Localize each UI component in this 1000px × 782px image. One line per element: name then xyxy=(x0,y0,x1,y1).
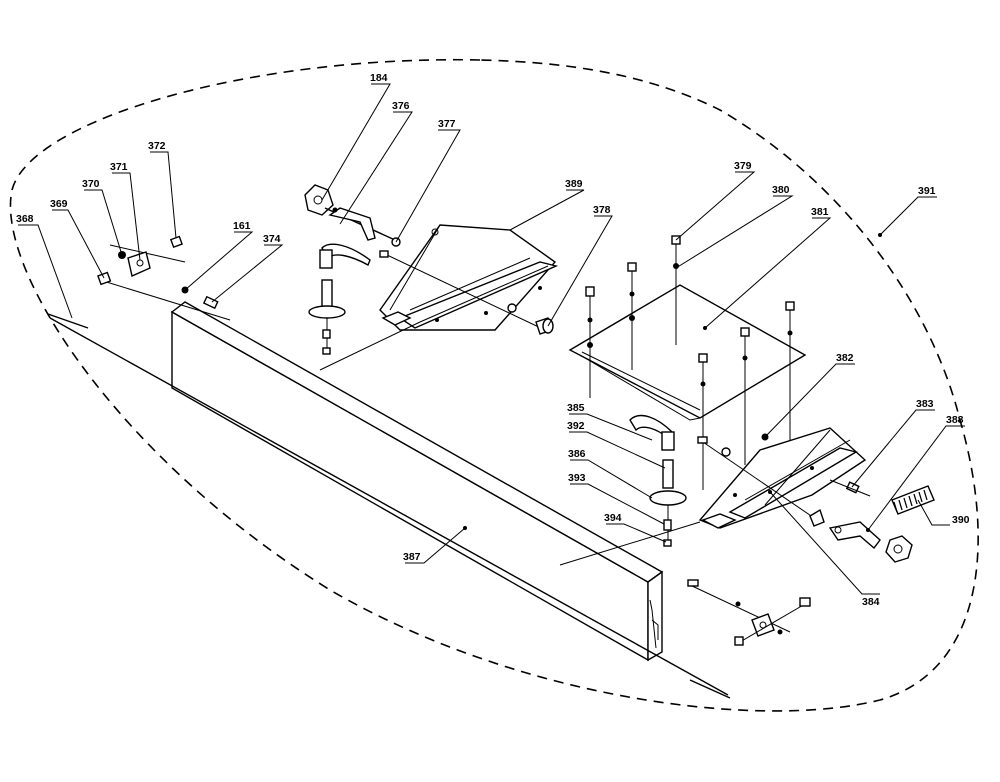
callout-383: 383 xyxy=(916,398,934,410)
callout-385: 385 xyxy=(567,402,585,414)
callout-390: 390 xyxy=(952,514,970,526)
callout-388: 388 xyxy=(946,414,964,426)
callout-372: 372 xyxy=(148,140,166,152)
callout-380: 380 xyxy=(772,184,790,196)
callout-368: 368 xyxy=(16,213,34,225)
callout-384: 384 xyxy=(862,596,880,608)
hatched-strip-390 xyxy=(891,485,935,515)
callout-394: 394 xyxy=(604,512,622,524)
left-bracket-group xyxy=(97,235,231,321)
callout-379: 379 xyxy=(734,160,752,172)
sliding-plate-384 xyxy=(697,427,871,529)
left-clamp-assembly xyxy=(304,184,401,355)
rod-368 xyxy=(49,317,729,696)
fence-extrusion-387 xyxy=(170,301,664,662)
callout-393: 393 xyxy=(568,472,586,484)
callout-378: 378 xyxy=(593,204,611,216)
callout-labels: 184 376 377 372 371 370 369 368 161 374 … xyxy=(16,72,970,608)
right-clamp-foot-assembly xyxy=(629,414,687,547)
callout-371: 371 xyxy=(110,161,128,173)
callout-386: 386 xyxy=(568,448,586,460)
callout-161: 161 xyxy=(233,220,251,232)
callout-381: 381 xyxy=(811,206,829,218)
callout-184: 184 xyxy=(370,72,388,84)
callout-382: 382 xyxy=(836,352,854,364)
assembly-boundary-dashed xyxy=(9,58,979,712)
sliding-plate-389 xyxy=(379,224,559,335)
right-clamp-assembly xyxy=(828,521,913,563)
table-plate-381 xyxy=(568,235,807,490)
callout-374: 374 xyxy=(263,233,281,245)
callout-392: 392 xyxy=(567,420,585,432)
callout-376: 376 xyxy=(392,100,410,112)
callout-370: 370 xyxy=(82,178,100,190)
end-bracket-group xyxy=(687,579,811,646)
callout-391: 391 xyxy=(918,185,936,197)
callout-369: 369 xyxy=(50,198,68,210)
leader-lines xyxy=(18,83,965,595)
callout-377: 377 xyxy=(438,118,456,130)
callout-387: 387 xyxy=(403,551,421,563)
callout-389: 389 xyxy=(565,178,583,190)
